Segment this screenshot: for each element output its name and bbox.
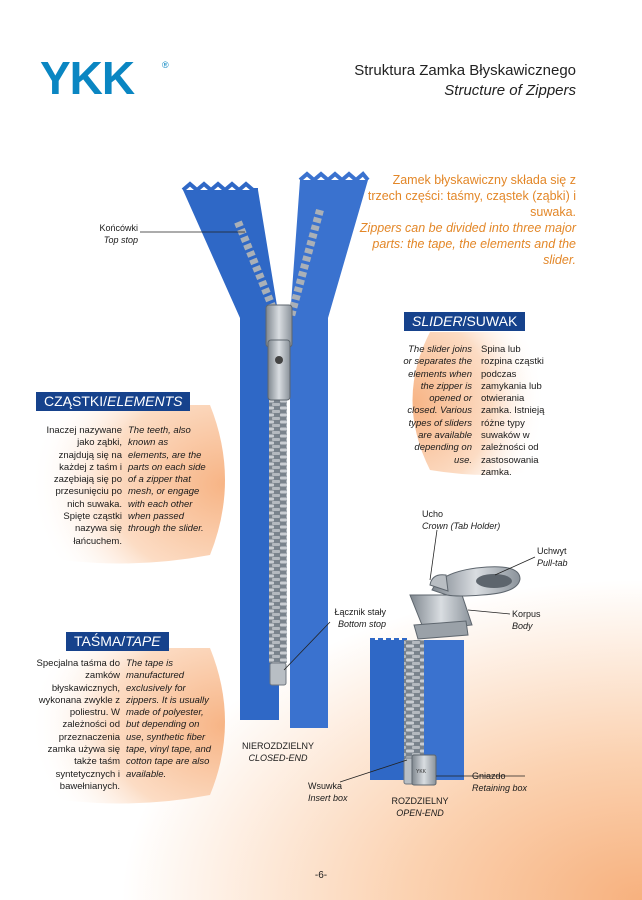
svg-text:YKK: YKK [416,769,427,775]
intro-pl: Zamek błyskawiczny składa się z trzech c… [367,173,576,219]
tape-text-en: The tape is manufactured exclusively for… [126,658,212,780]
intro-en: Zippers can be divided into three major … [359,221,576,267]
slider-text-en: The slider joins or separates the elemen… [403,344,472,466]
elements-bubble [30,405,225,564]
tape-bubble [30,648,225,804]
page-title-en: Structure of Zippers [444,82,576,99]
page-title-pl: Struktura Zamka Błyskawicznego [354,62,576,79]
elements-text-en: The teeth, also known as elements, are t… [128,425,206,535]
right-tape [290,180,368,728]
slider-detail [409,566,521,640]
ykk-logo: YKK® [40,52,169,104]
open-end-zipper: YKK [370,638,464,786]
tape-header: TAŚMA/TAPE [66,632,169,651]
intro-text: Zamek błyskawiczny składa się z trzech c… [356,172,576,268]
slider-header: SLIDER/SUWAK [404,312,526,331]
slider-text-pl: Spina lub rozpina cząstki podczas zamyka… [481,344,545,478]
elements-text-pl: Inaczej nazywane jako ząbki, znajdują si… [46,425,122,547]
slider-bubble [412,332,545,475]
left-tape [183,190,279,720]
elements-header: CZĄSTKI/ELEMENTS [36,392,191,411]
tape-text-pl: Specjalna taśma do zamków błyskawicznych… [36,658,120,792]
page-number: -6- [314,870,328,881]
